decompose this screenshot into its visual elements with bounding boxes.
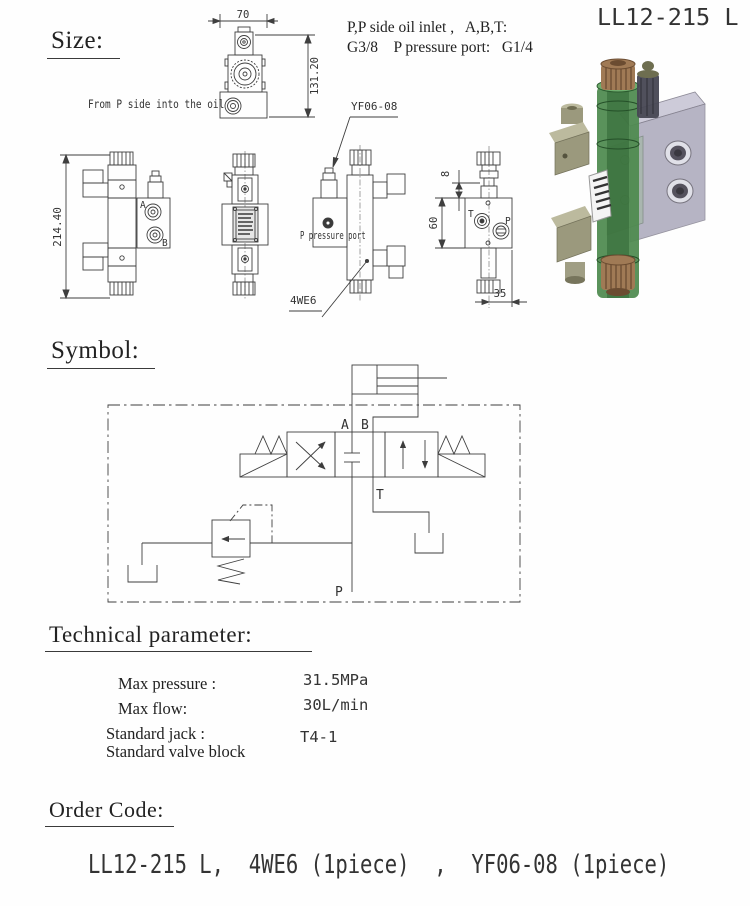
port-p-label: P <box>505 216 511 227</box>
tech-value-max-flow: 30L/min <box>303 696 369 714</box>
port-note-line2: G3/8 P pressure port: G1/4 <box>347 39 533 56</box>
symbol-heading-text: Symbol: <box>47 337 156 369</box>
size-heading-text: Size: <box>47 27 120 59</box>
dim-35: 35 <box>494 288 507 300</box>
hydraulic-symbol-schematic: A B T P <box>107 364 521 603</box>
p-port-view-geometry <box>312 145 406 302</box>
valve-front-view-drawing: 214.40 A B <box>51 151 171 300</box>
dim-60: 60 <box>428 217 440 230</box>
symbol-port-p: P <box>335 585 343 600</box>
symbol-port-b: B <box>361 418 369 433</box>
tech-label-standard-valve-block: Standard valve block <box>106 742 246 761</box>
order-heading: Order Code: <box>45 797 174 827</box>
dim-70: 70 <box>237 9 250 21</box>
symbol-port-t: T <box>376 488 384 503</box>
port-t-label: T <box>468 209 474 220</box>
port-a-label: A <box>140 200 146 211</box>
front-view-geometry <box>60 151 171 300</box>
order-code-line: LL12-215 L, 4WE6 (1piece) , YF06-08 (1pi… <box>88 850 670 880</box>
left-fitting-cubes-3d <box>549 103 592 284</box>
p-pressure-port-label: P pressure port <box>300 229 366 242</box>
valve-p-port-view-drawing <box>312 145 406 302</box>
valve-3d-render <box>549 58 706 298</box>
size-heading: Size: <box>47 27 120 59</box>
leader-lines <box>289 116 398 318</box>
product-code: LL12-215 L <box>597 3 739 31</box>
port-b-label: B <box>162 238 168 249</box>
port-note-line1: P,P side oil inlet , A,B,T: <box>347 19 508 36</box>
dim-8: 8 <box>440 171 452 177</box>
order-heading-text: Order Code: <box>45 797 174 827</box>
dim-131-20: 131.20 <box>309 57 321 95</box>
t-p-port-view-geometry <box>435 146 527 308</box>
tech-label-standard-jack: Standard jack : <box>106 724 205 743</box>
tech-value-max-pressure: 31.5MPa <box>303 671 369 689</box>
technical-heading: Technical parameter: <box>45 622 313 652</box>
tech-value-standard-block: T4-1 <box>300 728 338 746</box>
tech-label-max-flow: Max flow: <box>118 699 188 718</box>
valve-side-view-drawing <box>221 151 269 300</box>
knurled-caps-3d <box>600 58 636 296</box>
tech-label-max-pressure: Max pressure : <box>118 674 217 693</box>
valve-top-front-view-drawing: 70 131.20 <box>208 9 321 119</box>
dim-214-40: 214.40 <box>51 207 64 247</box>
yf06-08-label: YF06-08 <box>351 100 398 113</box>
top-view-geometry <box>208 14 315 119</box>
from-p-side-label: From P side into the oil <box>88 97 225 111</box>
technical-heading-text: Technical parameter: <box>45 622 313 652</box>
side-view-geometry <box>221 151 269 300</box>
pilot-valve-3d <box>637 61 659 118</box>
annotation-leaders <box>289 116 398 318</box>
nameplate-label-3d <box>588 169 612 223</box>
symbol-heading: Symbol: <box>47 337 156 369</box>
symbol-circuit <box>107 364 521 603</box>
valve-t-p-port-view-drawing: 8 60 35 T P <box>428 146 527 308</box>
4we6-label: 4WE6 <box>290 294 317 307</box>
symbol-port-a: A <box>341 418 349 433</box>
